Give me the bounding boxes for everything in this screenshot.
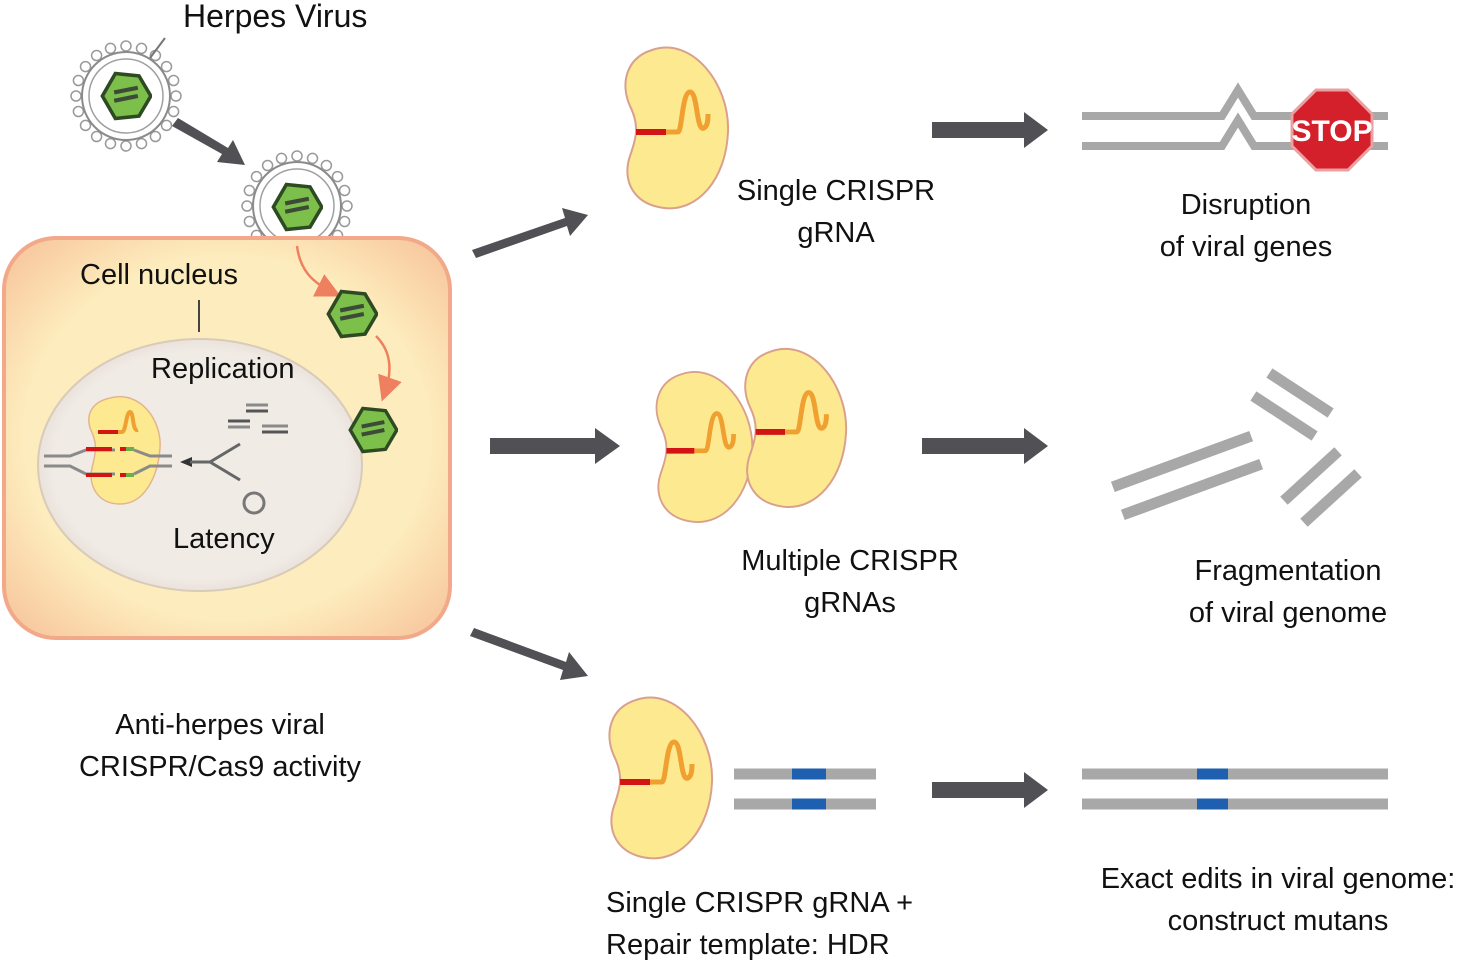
envelope-spike — [70, 90, 82, 102]
envelope-spike — [90, 130, 103, 143]
envelope-spike — [291, 150, 303, 162]
result-arrow-hdr-icon — [932, 772, 1048, 808]
envelope-spike — [338, 184, 351, 197]
edited-dna-icon — [1082, 768, 1388, 810]
virion-envelope — [70, 40, 182, 152]
branch-arrow-single-icon — [472, 208, 588, 258]
free-virion — [70, 37, 182, 152]
envelope-spike — [72, 74, 85, 87]
label-line: Exact edits in viral genome: — [1100, 863, 1456, 895]
label-line: gRNAs — [804, 587, 896, 619]
single-grna-label: Single CRISPR gRNA — [686, 170, 986, 254]
fragmentation-label: Fragmentation of viral genome — [1138, 550, 1438, 634]
envelope-spike — [331, 170, 344, 183]
multiple-grna-label: Multiple CRISPR gRNAs — [700, 540, 1000, 624]
envelope-spike — [275, 152, 288, 165]
label-line: of viral genome — [1188, 597, 1388, 629]
envelope-spike — [341, 200, 353, 212]
cas9-multiple-front-icon — [745, 349, 846, 507]
entry-arrow-icon — [172, 118, 245, 165]
virion-pointer-line — [149, 37, 166, 59]
envelope-spike — [243, 215, 256, 228]
envelope-spike — [72, 105, 85, 118]
envelope-spike — [135, 42, 148, 55]
caption-line-1: Anti-herpes viral — [115, 709, 325, 741]
replicated-genomes-icon — [228, 403, 288, 434]
envelope-spike — [79, 119, 92, 132]
label-line: construct mutans — [1167, 905, 1389, 937]
envelope-spike — [250, 170, 263, 183]
envelope-spike — [149, 130, 162, 143]
envelope-spike — [135, 137, 148, 150]
cell-nucleus-label: Cell nucleus — [80, 259, 238, 291]
capsid-at-nucleus-icon — [348, 406, 398, 454]
branch-arrow-hdr-icon — [470, 628, 588, 680]
label-line: gRNA — [797, 217, 875, 249]
envelope-spike — [338, 215, 351, 228]
repair-template-icon — [734, 768, 876, 810]
replication-label: Replication — [151, 353, 295, 385]
figure-caption: Anti-herpes viral CRISPR/Cas9 activity — [20, 704, 420, 788]
label-line: of viral genes — [1159, 231, 1333, 263]
envelope-spike — [160, 60, 173, 73]
result-arrow-multiple-icon — [922, 428, 1048, 464]
envelope-spike — [120, 40, 132, 52]
envelope-spike — [261, 159, 274, 172]
hdr-label: Single CRISPR gRNA + Repair template: HD… — [606, 882, 913, 966]
label-line: Fragmentation — [1194, 555, 1382, 587]
episome-circle-icon — [242, 491, 266, 515]
envelope-spike — [306, 152, 319, 165]
dna-fragments-icon — [1110, 368, 1362, 527]
latency-label: Latency — [173, 523, 275, 555]
uncoating-arrow-icon — [295, 245, 341, 297]
cas9-multiple-back-icon — [657, 372, 753, 522]
viral-capsid-icon — [273, 185, 321, 230]
envelope-spike — [167, 74, 180, 87]
envelope-spike — [104, 42, 117, 55]
envelope-spike — [243, 184, 256, 197]
envelope-spikes — [70, 40, 182, 152]
cas9-hdr-icon — [609, 698, 712, 859]
stop-text: STOP — [1291, 115, 1372, 148]
label-line: Single CRISPR — [736, 175, 936, 207]
label-line: Disruption — [1180, 189, 1312, 221]
stop-sign-icon: STOP — [1290, 88, 1374, 172]
viral-capsid-icon — [102, 74, 150, 119]
label-line: Multiple CRISPR — [741, 545, 959, 577]
disruption-label: Disruption of viral genes — [1096, 184, 1396, 268]
envelope-spike — [104, 137, 117, 150]
envelope-spike — [241, 200, 253, 212]
nuclear-import-arrow-icon — [375, 335, 402, 402]
result-arrow-single-icon — [932, 112, 1048, 148]
envelope-spike — [120, 140, 132, 152]
envelope-spike — [170, 90, 182, 102]
branch-arrow-multiple-icon — [490, 428, 620, 464]
envelope-spike — [160, 119, 173, 132]
released-capsid-icon — [328, 292, 376, 337]
page-title: Herpes Virus — [183, 0, 368, 34]
replication-fork-icon — [180, 442, 241, 482]
envelope-spike — [90, 49, 103, 62]
envelope-spike — [79, 60, 92, 73]
viral-dna-being-cut — [44, 447, 172, 477]
exact-edits-label: Exact edits in viral genome: construct m… — [1068, 858, 1475, 942]
label-line: Repair template: HDR — [606, 929, 890, 961]
label-line: Single CRISPR gRNA + — [606, 887, 914, 919]
envelope-spike — [320, 159, 333, 172]
envelope-spike — [167, 105, 180, 118]
caption-line-2: CRISPR/Cas9 activity — [78, 751, 361, 783]
